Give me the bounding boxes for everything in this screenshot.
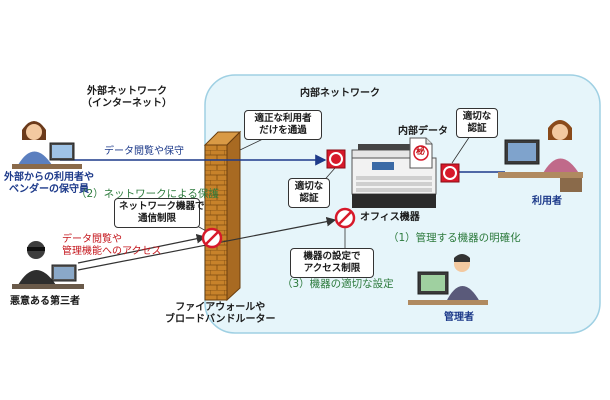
confidential-document-icon: [409, 137, 433, 169]
measure-network-protection: （2）ネットワークによる保護: [76, 188, 219, 200]
attack-arrow-firewall: [77, 233, 207, 264]
external-user-icon: [12, 121, 82, 169]
external-user-label: 外部からの利用者や ベンダーの保守員: [4, 172, 94, 195]
malicious-third-party-label: 悪意ある第三者: [10, 296, 80, 307]
internal-network-label: 内部ネットワーク: [300, 88, 380, 99]
callout-proper-auth-right: 適切な 認証: [456, 108, 498, 138]
callout-device-settings: 機器の設定で アクセス制限: [290, 248, 374, 278]
malicious-person-icon: [12, 241, 84, 289]
firewall-wall: [203, 130, 242, 302]
user-label: 利用者: [532, 196, 562, 207]
block-icon-firewall: [201, 227, 223, 249]
callout-proper-auth-left: 適切な 認証: [288, 178, 330, 208]
auth-marker-right: [440, 163, 460, 183]
block-icon-device: [334, 207, 356, 229]
admin-label: 管理者: [444, 312, 474, 323]
auth-marker-left: [326, 149, 346, 169]
measure-device-identification: （1）管理する機器の明確化: [388, 232, 521, 244]
external-network-label: 外部ネットワーク （インターネット）: [82, 86, 172, 109]
callout-legit-user-only: 適正な利用者 だけを通過: [244, 110, 322, 140]
admin-icon: [408, 254, 488, 305]
internal-data-label: 内部データ: [398, 126, 448, 137]
callout-network-restriction: ネットワーク機器で 通信制限: [114, 198, 205, 228]
data-access-arrow-label: データ閲覧や保守: [104, 146, 184, 157]
user-icon: [498, 120, 583, 192]
measure-device-settings: （3）機器の適切な設定: [282, 278, 394, 290]
firewall-label: ファイアウォールや ブロードバンドルーター: [165, 302, 276, 325]
office-device-label: オフィス機器: [360, 212, 420, 223]
confidential-stamp: 秘: [416, 147, 426, 157]
attack-label: データ閲覧や 管理機能へのアクセス: [62, 234, 162, 257]
